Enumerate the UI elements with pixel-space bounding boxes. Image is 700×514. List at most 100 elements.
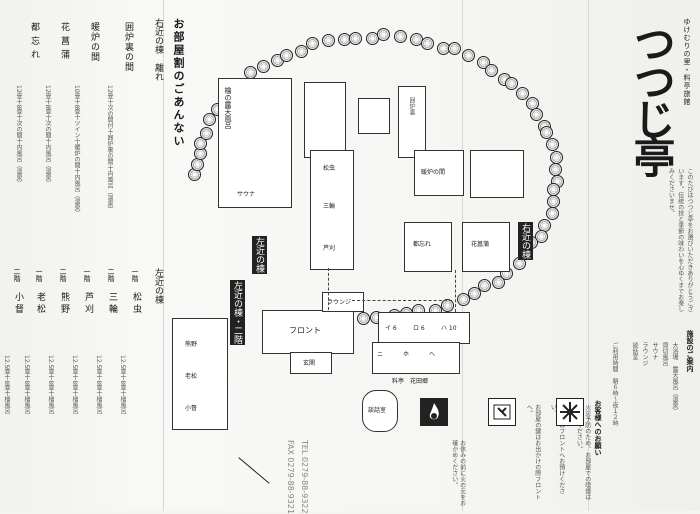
tree-icon bbox=[393, 30, 407, 44]
tree-icon bbox=[457, 293, 471, 307]
building-restaurant: ニ ホ ヘ bbox=[372, 342, 460, 374]
snowflake-icon bbox=[556, 398, 584, 426]
wing-right-heading: 右近の棟 離れ bbox=[153, 18, 163, 81]
fax-text: FAX 0279-88-9321 bbox=[286, 440, 295, 514]
tree-icon bbox=[357, 311, 371, 325]
tree-icon bbox=[547, 182, 560, 196]
building-danwashitsu: 談話室 bbox=[362, 390, 398, 432]
room-label: イ 6 bbox=[385, 325, 397, 332]
room-list-title: お部屋割のごあんない bbox=[172, 18, 185, 148]
wing-right-label: 右近の棟 bbox=[518, 222, 533, 260]
tree-icon bbox=[548, 162, 562, 176]
room-label: ロ 6 bbox=[413, 325, 425, 332]
room-desc: 12.5畳十8畳十檜風呂 bbox=[71, 355, 78, 415]
tree-icon bbox=[530, 108, 544, 122]
wing-left-heading: 左近の棟 bbox=[153, 268, 163, 304]
room-name: 松 虫 bbox=[131, 292, 141, 313]
tree-icon bbox=[462, 48, 476, 62]
fold-line bbox=[163, 0, 164, 511]
tree-icon bbox=[467, 286, 481, 300]
fold-line bbox=[588, 0, 589, 511]
room-floor: 一階 bbox=[83, 268, 91, 282]
tree-icon bbox=[477, 279, 491, 293]
room-label: 囲炉裏 bbox=[408, 97, 415, 115]
tel-text: TEL 0279-88-9322 bbox=[300, 440, 309, 514]
building-entrance: 玄関 bbox=[290, 352, 332, 374]
tree-icon bbox=[515, 87, 529, 100]
path bbox=[455, 270, 456, 312]
room-floor: 二階 bbox=[13, 268, 21, 282]
tree-icon bbox=[539, 126, 553, 140]
building-small-rooms: イ 6 ロ 6 ハ 10 bbox=[378, 312, 470, 344]
tree-icon bbox=[377, 28, 391, 42]
building-hinoki-bath: 檜の露天風呂 サウナ bbox=[218, 78, 292, 208]
guide-line: サウナ bbox=[651, 342, 658, 360]
building-rooms-stack: 松虫 三輪 芦刈 bbox=[310, 150, 354, 270]
intro-text: このたびはつつじ亭をお選びいただきありがとうございます。伝統の技と季節の味わいを… bbox=[667, 168, 693, 312]
guide-line: 貸切風呂 bbox=[661, 342, 668, 366]
sauna-label: サウナ bbox=[237, 191, 256, 198]
room-name: 老 松 bbox=[35, 292, 45, 313]
building-annex bbox=[470, 150, 524, 198]
tree-icon bbox=[485, 64, 499, 78]
building-front: フロント bbox=[262, 310, 354, 354]
bottom-note: お休みの前に火の元をお確かめください。 bbox=[450, 440, 466, 506]
brand-subtitle: ゆけむりの里・料亭旅館 bbox=[683, 18, 691, 106]
room-floor: 二階 bbox=[59, 268, 67, 282]
room-floor: 一階 bbox=[131, 268, 139, 282]
room-label: 芦刈 bbox=[323, 245, 336, 252]
room-desc: 12.5畳十8畳十檜風呂 bbox=[47, 355, 54, 415]
tree-icon bbox=[257, 59, 271, 73]
room-desc: 12畳十次の間付十囲炉裏の間十内風呂（温泉） bbox=[106, 85, 113, 213]
building-upper bbox=[304, 82, 346, 158]
guide-line: 大浴場 露天風呂（温泉） bbox=[671, 342, 678, 414]
building-small bbox=[358, 98, 390, 134]
room-label: ホ bbox=[403, 351, 410, 358]
tree-icon bbox=[545, 206, 559, 220]
path bbox=[328, 268, 329, 310]
room-label: 花菖蒲 bbox=[471, 241, 490, 248]
tree-icon bbox=[202, 112, 216, 126]
lounge-label: ラウンジ bbox=[327, 299, 352, 306]
entrance-label: 玄関 bbox=[303, 360, 316, 367]
room-label: 松虫 bbox=[323, 165, 336, 172]
room-name: 暖炉の間 bbox=[89, 22, 99, 62]
wing-left-2f-label: 左近の棟・二階 bbox=[230, 280, 245, 345]
room-desc: 12畳十8畳十次の間十内風呂（温泉） bbox=[15, 85, 22, 187]
tree-icon bbox=[504, 77, 518, 91]
wing-left-label: 左近の棟 bbox=[252, 236, 267, 274]
building-lounge: ラウンジ bbox=[322, 292, 364, 312]
request-line: お部屋の鍵はお出かけの際フロントへ。 bbox=[525, 404, 541, 500]
room-label: ハ 10 bbox=[441, 325, 457, 332]
path bbox=[352, 300, 452, 301]
request-line: 火災予防のため、お部屋での喫煙はお控えください。 bbox=[575, 404, 591, 500]
tree-icon bbox=[550, 150, 564, 164]
tree-icon bbox=[280, 49, 294, 63]
tree-icon bbox=[305, 36, 319, 50]
room-desc: 12畳十8畳十次の間十内風呂（温泉） bbox=[44, 85, 51, 187]
room-label: 都忘れ bbox=[413, 241, 432, 248]
tree-icon bbox=[491, 275, 505, 289]
room-name: 熊 野 bbox=[59, 292, 69, 313]
tree-icon bbox=[321, 34, 335, 48]
tree-icon bbox=[349, 31, 363, 45]
request-title: お客様へのお願い bbox=[594, 400, 603, 456]
building-hanashobu: 花菖蒲 bbox=[462, 222, 510, 272]
room-desc: 12.5畳十8畳十檜風呂 bbox=[119, 355, 126, 415]
room-desc: 10畳十8畳十ツイン十暖炉の間十内風呂（温泉） bbox=[73, 85, 80, 217]
room-label: ニ bbox=[377, 351, 384, 358]
kaiseki-label: 談話室 bbox=[368, 407, 387, 414]
tree-icon bbox=[546, 194, 560, 208]
tree-icon bbox=[440, 299, 454, 313]
building-left-wing-2f: 熊野 老松 小督 bbox=[172, 318, 228, 430]
room-floor: 一階 bbox=[35, 268, 43, 282]
room-name: 囲炉裏の間 bbox=[123, 22, 133, 72]
front-label: フロント bbox=[289, 326, 321, 335]
bath-label: 檜の露天風呂 bbox=[224, 87, 232, 129]
guide-title: 施設のご案内 bbox=[686, 330, 695, 372]
restaurant-label: 料亭 花田郷 bbox=[392, 378, 429, 385]
room-floor: 二階 bbox=[107, 268, 115, 282]
fire-icon bbox=[420, 398, 448, 426]
tree-icon bbox=[200, 127, 214, 141]
room-desc: 12.5畳十8畳十檜風呂 bbox=[23, 355, 30, 415]
